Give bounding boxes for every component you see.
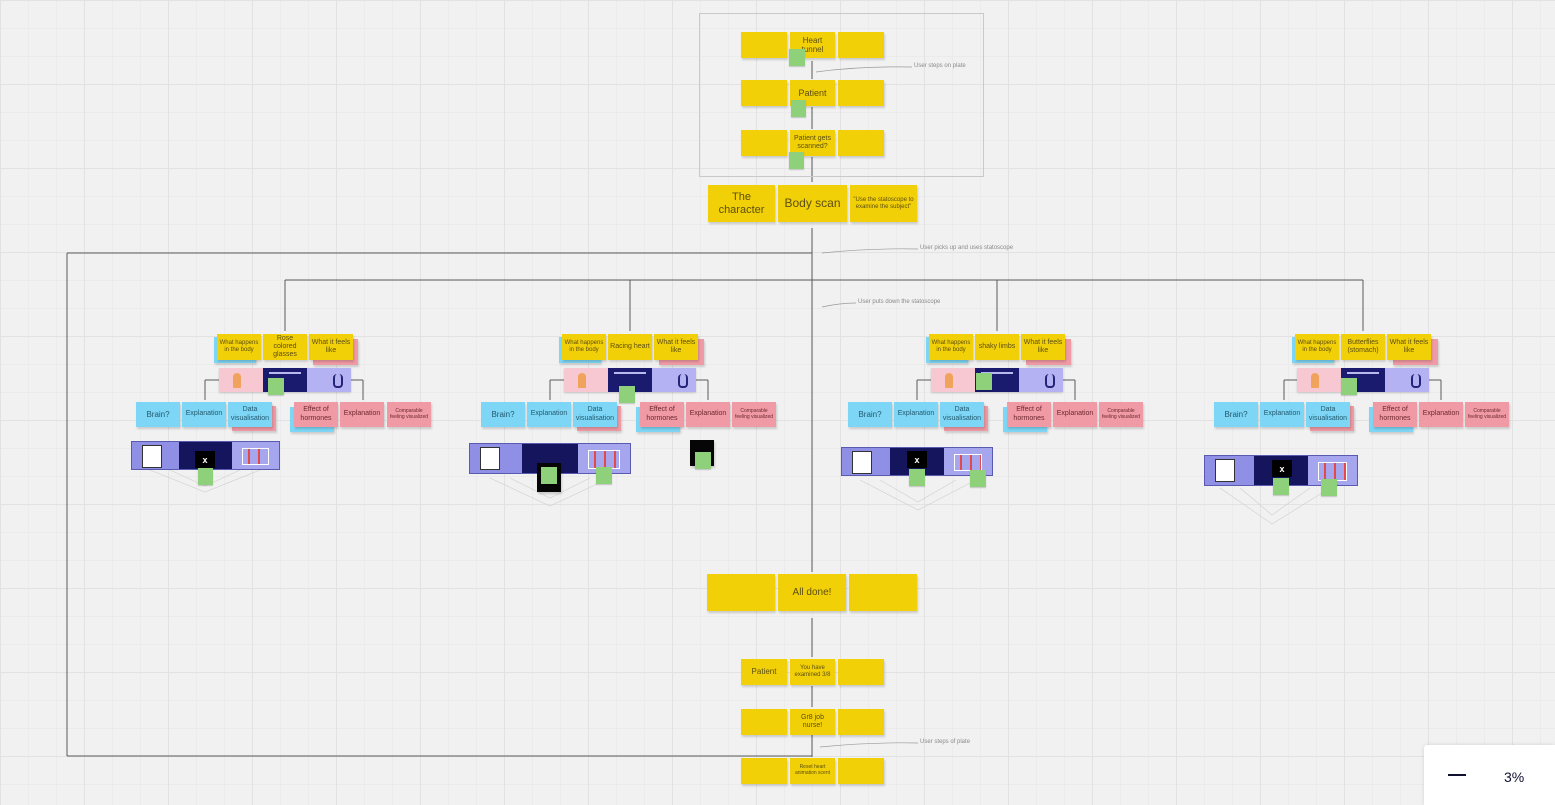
- sticky-note[interactable]: [838, 709, 884, 735]
- green-marker[interactable]: [596, 467, 612, 484]
- sticky-note[interactable]: [849, 574, 917, 611]
- screen-mockup[interactable]: [841, 447, 993, 476]
- storyboard-strip[interactable]: [219, 368, 351, 392]
- what-happens-note[interactable]: What happens in the body: [217, 334, 261, 360]
- what-happens-note[interactable]: What happens in the body: [562, 334, 606, 360]
- green-marker[interactable]: [789, 49, 805, 66]
- data-vis-note[interactable]: Data visualisation: [940, 402, 984, 427]
- comparable-note[interactable]: Comparable feeling visualized: [1465, 402, 1509, 427]
- close-mark: x: [907, 451, 927, 468]
- symptom-note[interactable]: shaky limbs: [975, 334, 1019, 360]
- sticky-note[interactable]: [838, 758, 884, 784]
- close-mark: x: [1272, 460, 1292, 477]
- explanation-note[interactable]: Explanation: [1260, 402, 1304, 427]
- reset-note[interactable]: Reset heart animation scent: [790, 758, 835, 784]
- zoom-level[interactable]: 3%: [1504, 769, 1525, 785]
- feels-like-note[interactable]: What it feels like: [1387, 334, 1431, 360]
- symptom-note[interactable]: Racing heart: [608, 334, 652, 360]
- data-vis-note[interactable]: Data visualisation: [1306, 402, 1350, 427]
- data-vis-note[interactable]: Data visualisation: [573, 402, 617, 427]
- hormones-note[interactable]: Effect of hormones: [1007, 402, 1051, 427]
- symptom-note[interactable]: Rose colored glasses: [263, 334, 307, 360]
- character-note[interactable]: The character: [708, 185, 775, 222]
- comparable-note[interactable]: Comparable feeling visualized: [387, 402, 431, 427]
- hormones-note[interactable]: Effect of hormones: [294, 402, 338, 427]
- instruction-note[interactable]: "Use the statoscope to examine the subje…: [850, 185, 917, 222]
- green-marker[interactable]: [619, 386, 635, 403]
- gr8-job-note[interactable]: Gr8 job nurse!: [790, 709, 835, 735]
- annotation-steps-off: User steps of plate: [920, 739, 971, 745]
- what-happens-note[interactable]: What happens in the body: [929, 334, 973, 360]
- what-happens-note[interactable]: What happens in the body: [1295, 334, 1339, 360]
- green-marker[interactable]: [268, 378, 284, 395]
- green-marker[interactable]: [541, 467, 557, 484]
- sticky-note[interactable]: [838, 32, 884, 58]
- brain-note[interactable]: Brain?: [1214, 402, 1258, 427]
- green-marker[interactable]: [198, 468, 213, 485]
- explanation-note[interactable]: Explanation: [686, 402, 730, 427]
- green-marker[interactable]: [970, 470, 986, 487]
- comparable-note[interactable]: Comparable feeling visualized: [732, 402, 776, 427]
- screen-mockup[interactable]: [131, 441, 280, 470]
- explanation-note[interactable]: Explanation: [894, 402, 938, 427]
- storyboard-strip[interactable]: [1297, 368, 1429, 392]
- patient-note[interactable]: Patient: [741, 659, 787, 685]
- sticky-note[interactable]: [838, 80, 884, 106]
- sticky-note[interactable]: [741, 709, 787, 735]
- hormones-note[interactable]: Effect of hormones: [1373, 402, 1417, 427]
- explanation-note[interactable]: Explanation: [182, 402, 226, 427]
- hormones-note[interactable]: Effect of hormones: [640, 402, 684, 427]
- green-marker[interactable]: [1341, 378, 1357, 395]
- green-marker[interactable]: [1273, 478, 1289, 495]
- intro-frame: [699, 13, 984, 177]
- brain-note[interactable]: Brain?: [848, 402, 892, 427]
- sticky-note[interactable]: [838, 659, 884, 685]
- body-scan-note[interactable]: Body scan: [778, 185, 847, 222]
- annotation-puts-down: User puts down the statoscope: [858, 299, 941, 305]
- explanation-note[interactable]: Explanation: [340, 402, 384, 427]
- feels-like-note[interactable]: What it feels like: [1021, 334, 1065, 360]
- sticky-note[interactable]: [707, 574, 775, 611]
- brain-note[interactable]: Brain?: [481, 402, 525, 427]
- storyboard-strip[interactable]: [931, 368, 1063, 392]
- patient-scanned-note[interactable]: Patient gets scanned?: [790, 130, 835, 156]
- examined-note[interactable]: You have examined 3/8: [790, 659, 835, 685]
- explanation-note[interactable]: Explanation: [527, 402, 571, 427]
- annotation-picks-up: User picks up and uses statoscope: [920, 245, 1014, 251]
- close-mark: x: [195, 451, 215, 468]
- all-done-note[interactable]: All done!: [778, 574, 846, 611]
- sticky-note[interactable]: [741, 130, 787, 156]
- green-marker[interactable]: [909, 469, 925, 486]
- zoom-out-button[interactable]: [1446, 767, 1470, 783]
- comparable-note[interactable]: Comparable feeling visualized: [1099, 402, 1143, 427]
- explanation-note[interactable]: Explanation: [1419, 402, 1463, 427]
- feels-like-note[interactable]: What it feels like: [309, 334, 353, 360]
- green-marker[interactable]: [1321, 479, 1337, 496]
- sticky-note[interactable]: [741, 758, 787, 784]
- explanation-note[interactable]: Explanation: [1053, 402, 1097, 427]
- storyboard-strip[interactable]: [564, 368, 696, 392]
- green-marker[interactable]: [976, 373, 992, 390]
- sticky-note[interactable]: [838, 130, 884, 156]
- brain-note[interactable]: Brain?: [136, 402, 180, 427]
- data-vis-note[interactable]: Data visualisation: [228, 402, 272, 427]
- patient-note[interactable]: Patient: [790, 80, 835, 106]
- sticky-note[interactable]: [741, 80, 787, 106]
- zoom-control: 3%: [1424, 745, 1555, 805]
- sticky-note[interactable]: [741, 32, 787, 58]
- green-marker[interactable]: [789, 152, 804, 169]
- green-marker[interactable]: [791, 100, 806, 117]
- feels-like-note[interactable]: What it feels like: [654, 334, 698, 360]
- annotation-plate: User steps on plate: [914, 63, 966, 69]
- symptom-note[interactable]: Butterflies (stomach): [1341, 334, 1385, 360]
- green-marker[interactable]: [695, 452, 711, 469]
